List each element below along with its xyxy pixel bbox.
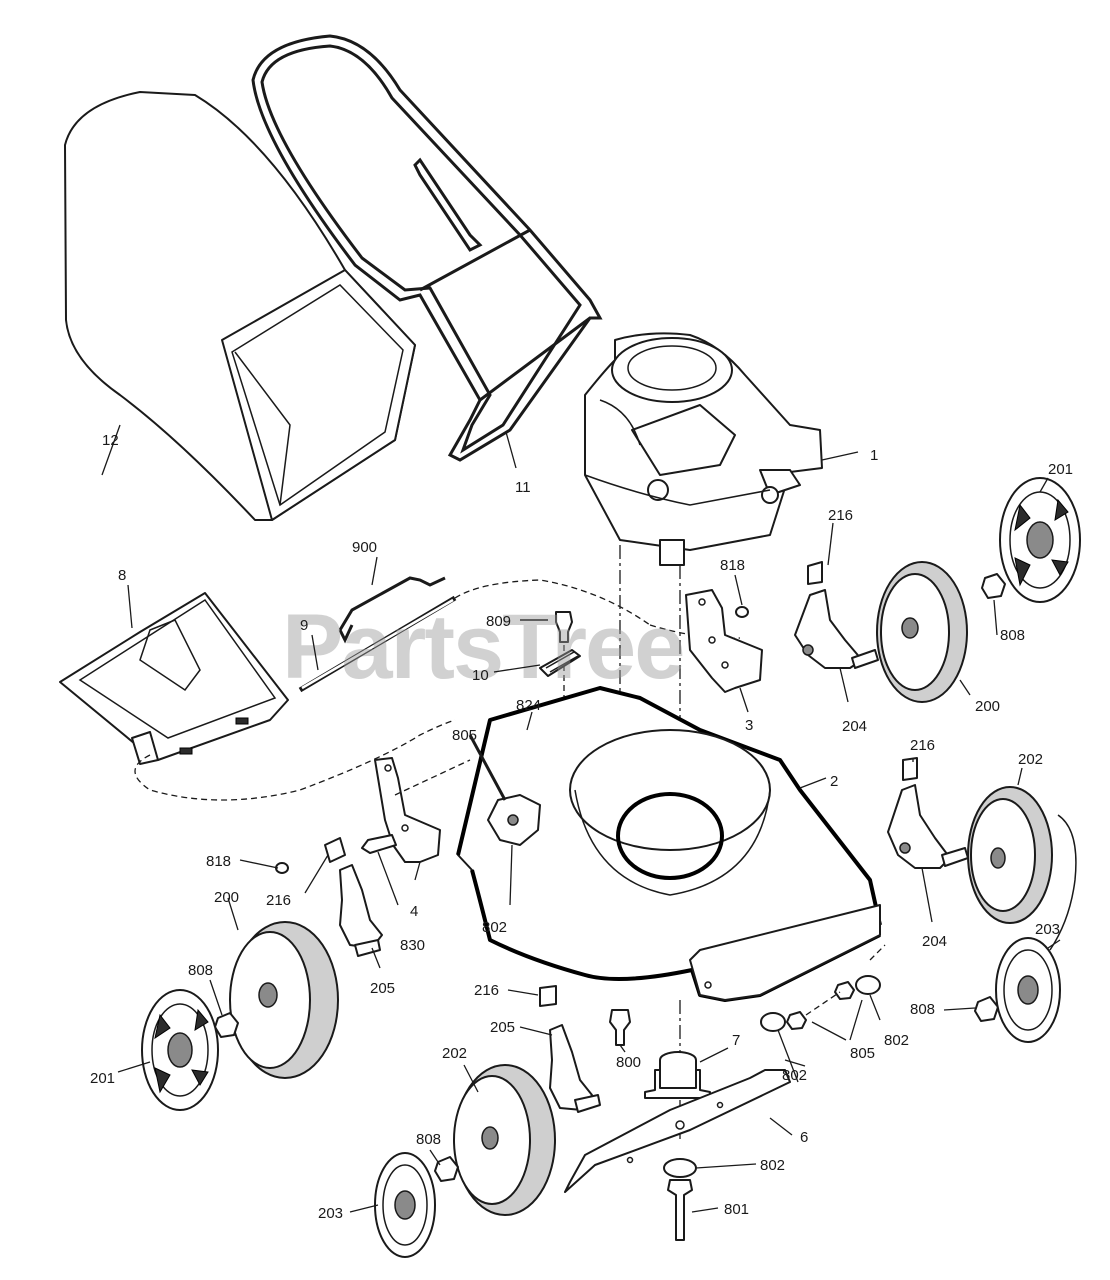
callout-203-bottom[interactable]: 203 xyxy=(318,1205,343,1222)
hubcap-part-201-left[interactable] xyxy=(141,989,219,1111)
callout-830[interactable]: 830 xyxy=(400,937,425,954)
callout-200-left[interactable]: 200 xyxy=(214,889,239,906)
callout-818-top[interactable]: 818 xyxy=(720,557,745,574)
washer-part-818-top[interactable] xyxy=(735,606,749,618)
clip-part-216-left[interactable] xyxy=(324,837,346,863)
callout-11[interactable]: 11 xyxy=(515,479,531,496)
callout-802-deck[interactable]: 802 xyxy=(482,919,507,936)
callout-805-deck[interactable]: 805 xyxy=(452,727,477,744)
wheel-part-202-right[interactable] xyxy=(967,786,1053,924)
callout-2[interactable]: 2 xyxy=(830,773,838,790)
callout-900[interactable]: 900 xyxy=(352,539,377,556)
wheel-part-200-left[interactable] xyxy=(229,921,339,1079)
callout-216-top[interactable]: 216 xyxy=(828,507,853,524)
callout-4[interactable]: 4 xyxy=(410,903,418,920)
hubcap-part-203-bottom[interactable] xyxy=(374,1152,436,1258)
wheel-part-200-top[interactable] xyxy=(876,561,968,703)
callouts: 12 11 1 201 216 818 900 8 9 809 10 824 3… xyxy=(90,432,1073,1222)
callout-7[interactable]: 7 xyxy=(732,1032,740,1049)
callout-202-bottom[interactable]: 202 xyxy=(442,1045,467,1062)
callout-12[interactable]: 12 xyxy=(102,432,119,449)
callout-205-bottom[interactable]: 205 xyxy=(490,1019,515,1036)
wheel-part-202-bottom[interactable] xyxy=(453,1064,556,1216)
callout-203-right[interactable]: 203 xyxy=(1035,921,1060,938)
spring-part-900[interactable] xyxy=(338,576,446,644)
callout-204-mid[interactable]: 204 xyxy=(922,933,947,950)
bolt-part-801[interactable] xyxy=(667,1179,693,1241)
bolt-part-800[interactable] xyxy=(609,1009,631,1046)
nut-part-808-top[interactable] xyxy=(981,573,1006,599)
height-adjuster-part-205-left[interactable] xyxy=(339,864,383,957)
hubcap-part-203-right[interactable] xyxy=(995,937,1061,1043)
callout-824[interactable]: 824 xyxy=(516,697,541,714)
shoulder-bolt-part-830[interactable] xyxy=(361,834,397,854)
mower-deck-part-2[interactable] xyxy=(456,686,882,1002)
clip-part-216-top[interactable] xyxy=(807,561,823,585)
bag-frame-part-11[interactable] xyxy=(251,34,603,462)
callout-808-top[interactable]: 808 xyxy=(1000,627,1025,644)
callout-802-right[interactable]: 802 xyxy=(884,1032,909,1049)
blade-part-6[interactable] xyxy=(564,1069,791,1193)
callout-204-top[interactable]: 204 xyxy=(842,718,867,735)
callout-202-right[interactable]: 202 xyxy=(1018,751,1043,768)
clip-part-216-right[interactable] xyxy=(902,757,918,781)
engine-part-1[interactable] xyxy=(584,332,823,566)
callout-216-bottom[interactable]: 216 xyxy=(474,982,499,999)
clip-part-216-bottom[interactable] xyxy=(539,985,557,1007)
leader-lines xyxy=(101,424,1061,1213)
nut-part-805-right-inner[interactable] xyxy=(786,1011,807,1030)
blade-adapter-part-7[interactable] xyxy=(644,1051,711,1099)
callout-216-left[interactable]: 216 xyxy=(266,892,291,909)
callout-205-left[interactable]: 205 xyxy=(370,980,395,997)
height-bracket-part-3[interactable] xyxy=(685,589,763,693)
callout-809[interactable]: 809 xyxy=(486,613,511,630)
height-adjuster-part-204-mid[interactable] xyxy=(887,784,969,869)
callout-10[interactable]: 10 xyxy=(472,667,489,684)
bolt-part-809[interactable] xyxy=(555,611,573,643)
pivot-plate-part-802-deck[interactable] xyxy=(487,794,541,846)
callout-216-right[interactable]: 216 xyxy=(910,737,935,754)
callout-201-left[interactable]: 201 xyxy=(90,1070,115,1087)
callout-802-mid[interactable]: 802 xyxy=(782,1067,807,1084)
callout-802-bottom[interactable]: 802 xyxy=(760,1157,785,1174)
hinge-rod-part-9[interactable] xyxy=(298,595,457,693)
hubcap-part-201-top[interactable] xyxy=(999,477,1081,603)
grass-bag-part-12[interactable] xyxy=(64,91,416,521)
callout-200-top[interactable]: 200 xyxy=(975,698,1000,715)
callout-800[interactable]: 800 xyxy=(616,1054,641,1071)
rear-door-part-8[interactable] xyxy=(59,592,289,765)
height-adjuster-part-204-top[interactable] xyxy=(794,589,879,669)
callout-8[interactable]: 8 xyxy=(118,567,126,584)
nut-part-808-bottom[interactable] xyxy=(434,1156,459,1182)
washer-part-802-bottom[interactable] xyxy=(663,1158,697,1178)
watermark: PartsTree xyxy=(282,596,683,698)
callout-808-left[interactable]: 808 xyxy=(188,962,213,979)
callout-808-bottom[interactable]: 808 xyxy=(416,1131,441,1148)
callout-3[interactable]: 3 xyxy=(745,717,753,734)
callout-6[interactable]: 6 xyxy=(800,1129,808,1146)
washer-part-802-right-inner[interactable] xyxy=(760,1012,786,1032)
washer-part-802-right-outer[interactable] xyxy=(855,975,881,995)
callout-808-right[interactable]: 808 xyxy=(910,1001,935,1018)
callout-9[interactable]: 9 xyxy=(300,617,308,634)
callout-201-top[interactable]: 201 xyxy=(1048,461,1073,478)
callout-818-left[interactable]: 818 xyxy=(206,853,231,870)
callout-1[interactable]: 1 xyxy=(870,447,878,464)
height-adjuster-part-205-bottom[interactable] xyxy=(549,1024,601,1113)
spring-clip-part-10[interactable] xyxy=(539,649,581,677)
nut-part-808-right[interactable] xyxy=(974,996,999,1022)
callout-801[interactable]: 801 xyxy=(724,1201,749,1218)
callout-805-right[interactable]: 805 xyxy=(850,1045,875,1062)
nut-part-805-right[interactable] xyxy=(834,981,855,1000)
